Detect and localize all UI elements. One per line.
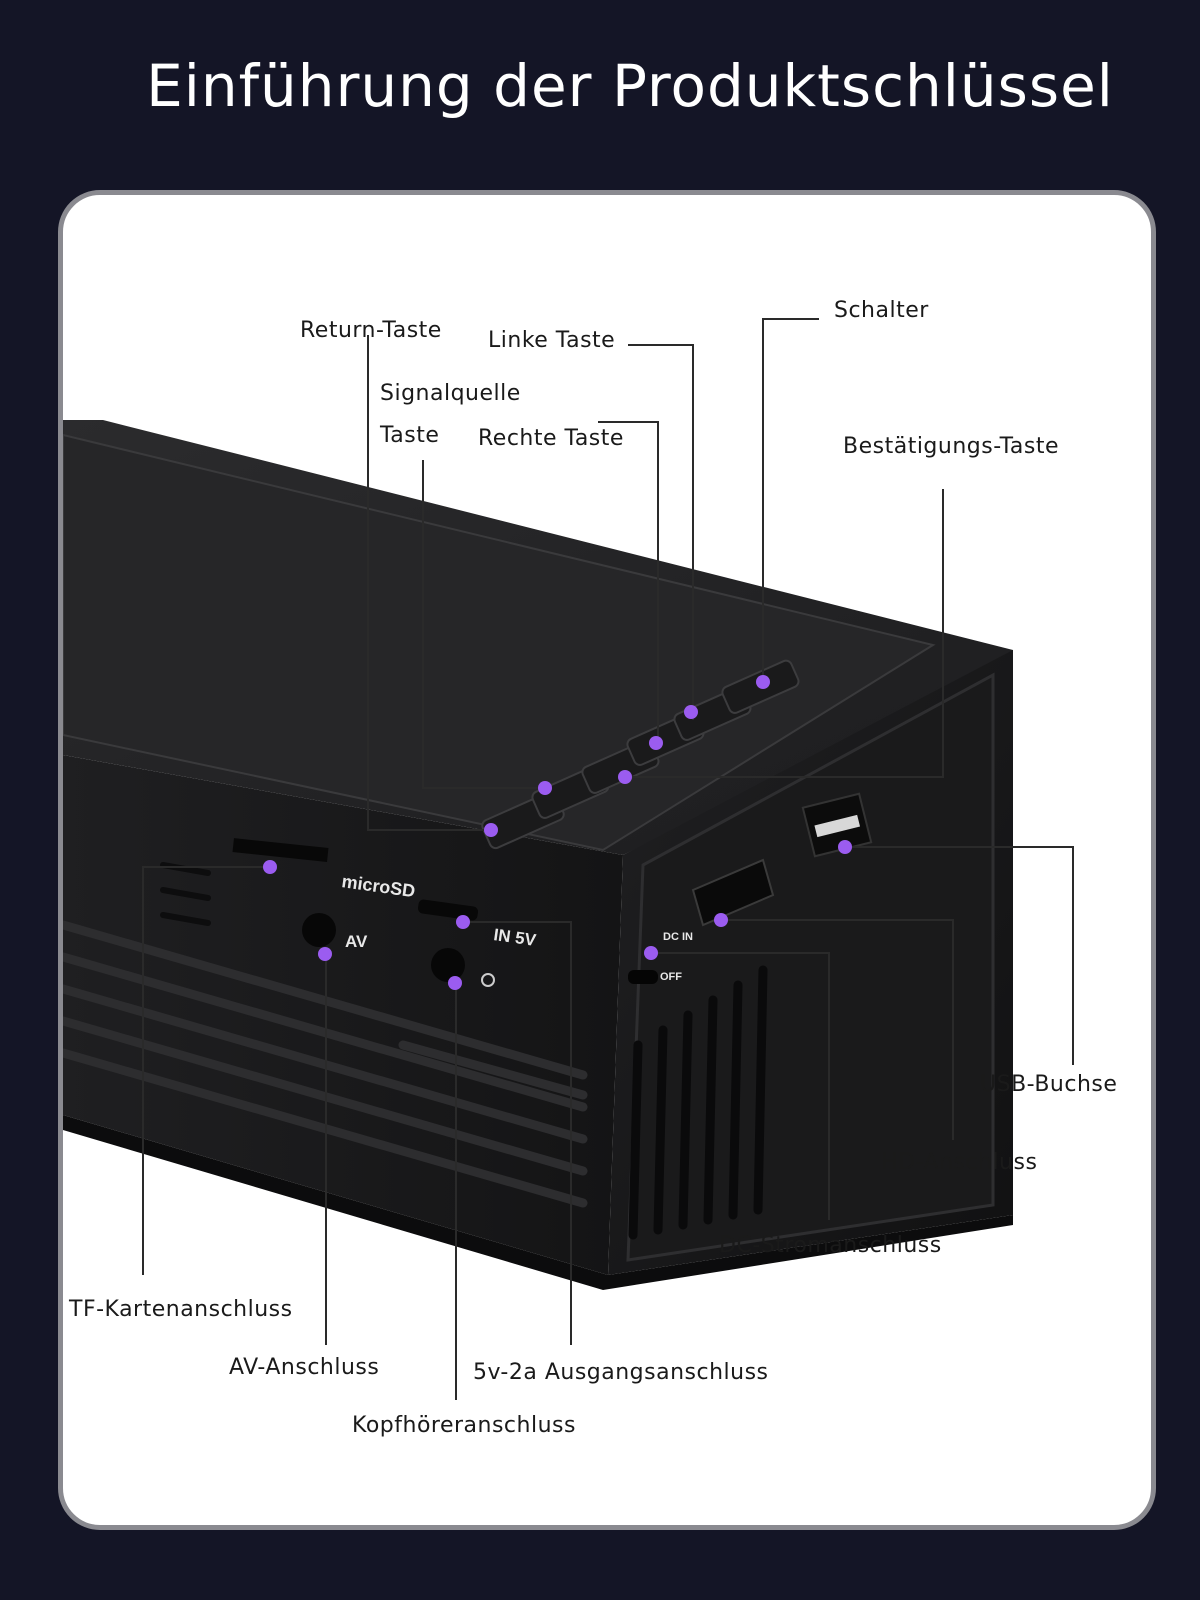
av-jack [302,913,336,947]
label-tf-card: TF-Kartenanschluss [69,1297,293,1322]
page-title: Einführung der Produktschlüssel [146,52,1114,120]
label-signal-source-2: Taste [380,423,440,448]
headphone-jack [431,948,465,982]
label-power-switch: Schalter [834,298,929,323]
marker-dc [644,946,658,960]
label-return-key: Return-Taste [300,318,442,343]
svg-text:AV: AV [345,932,368,951]
leader-lines [142,318,1074,1400]
svg-text:DC IN: DC IN [663,931,693,943]
markers [263,675,852,990]
power-toggle [628,970,658,984]
marker-confirm [618,770,632,784]
top-buttons [481,659,800,850]
front-vents [628,965,768,1240]
label-usb-port: USB-Buchse [980,1072,1118,1097]
label-signal-source-1: Signalquelle [380,381,521,406]
label-headphone: Kopfhöreranschluss [352,1413,576,1438]
marker-headphone [448,976,462,990]
marker-av [318,947,332,961]
side-vents [63,920,588,1208]
marker-hd [714,913,728,927]
label-left-key: Linke Taste [488,328,616,353]
label-confirm-key: Bestätigungs-Taste [843,434,1060,459]
label-right-key: Rechte Taste [478,426,624,451]
marker-tf [263,860,277,874]
top-panel [63,433,936,852]
label-hd-port: HD-Anschluss [881,1150,1038,1175]
marker-signal-source [538,781,552,795]
label-dc-power: DC-Stromanschluss [719,1233,942,1258]
label-output-5v: 5v-2a Ausgangsanschluss [473,1360,769,1385]
tf-slot [232,838,329,862]
marker-right [649,736,663,750]
marker-output [456,915,470,929]
marker-power [756,675,770,689]
marker-return [484,823,498,837]
svg-text:OFF: OFF [660,971,682,983]
hdmi-port [691,858,775,927]
projector-illustration: microSD IN 5V AV DC IN OFF [63,318,1074,1400]
marker-left [684,705,698,719]
product-card: microSD IN 5V AV DC IN OFF [58,190,1156,1530]
marker-usb [838,840,852,854]
label-av-port: AV-Anschluss [229,1355,380,1380]
